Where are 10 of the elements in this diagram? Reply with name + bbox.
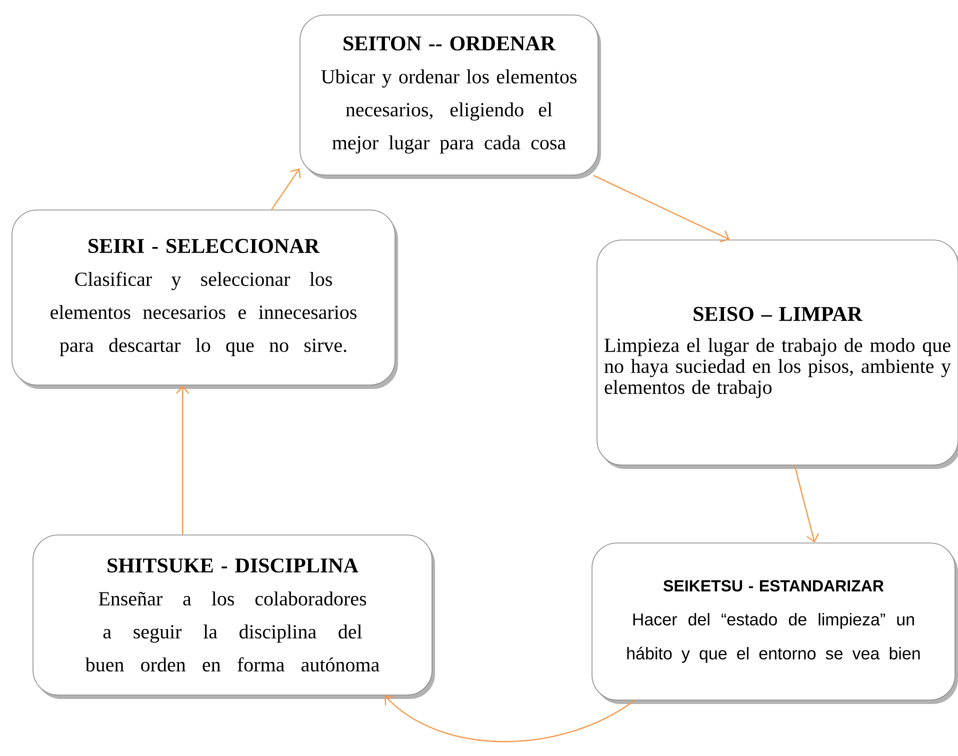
process-box: SEIKETSU - ESTANDARIZAR Hacer del “estado de limpieza” un hábito y que el entorno se vea bien [592, 542, 958, 704]
arrow [593, 174, 730, 242]
process-box: SHITSUKE - DISCIPLINA Enseñar a los colaboradores a seguir la disciplina del buen orden en forma autónoma [32, 534, 435, 699]
arrow [794, 465, 819, 543]
process-box: SEIRI - SELECCIONAR Clasificar y seleccionar los elementos necesarios e innecesarios para descartar lo que no sirve. [12, 210, 398, 389]
process-box: SEITON -- ORDENAR Ubicar y ordenar los elementos necesarios, eligiendo el mejor lugar para cada cosa [300, 14, 601, 179]
process-box: SEISO – LIMPAR Limpieza el lugar de trabajo de modo que no haya suciedad en los pisos, ambiente y elementos de trabajo [596, 240, 958, 469]
arrow [271, 168, 301, 210]
arrow [176, 385, 190, 535]
arrow [384, 695, 635, 742]
